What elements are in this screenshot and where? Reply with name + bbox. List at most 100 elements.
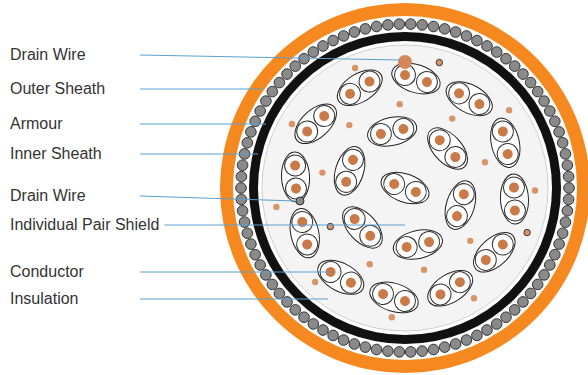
armour-wire: [237, 160, 248, 171]
armour-wire: [532, 279, 543, 290]
conductor: [453, 275, 467, 289]
armour-wire: [237, 206, 248, 217]
leader-lines: [140, 55, 405, 299]
armour-wire: [383, 346, 394, 357]
armour-wire: [282, 69, 293, 80]
conductor: [397, 123, 409, 135]
conductor: [300, 124, 314, 138]
drain-wire: [346, 122, 352, 128]
armour-wire: [539, 270, 550, 281]
pair-shield: [441, 75, 498, 123]
armour-wire: [491, 47, 502, 58]
conductor: [348, 212, 362, 226]
drain-wire: [367, 261, 373, 267]
conductor: [401, 241, 413, 253]
pair-shield: [366, 277, 422, 319]
part-label: Drain Wire: [10, 46, 86, 64]
armour-wire: [532, 86, 543, 97]
armour-wire: [491, 319, 502, 330]
armour-wire: [472, 330, 483, 341]
pair-shield: [286, 206, 324, 261]
armour-wire: [261, 270, 272, 281]
conductor: [509, 182, 519, 192]
drain-wire: [273, 204, 279, 210]
armour-wire: [557, 228, 568, 239]
insulation: [441, 142, 471, 172]
armour-wires: [236, 19, 575, 357]
armour-wire: [299, 312, 310, 323]
leader-line: [140, 55, 400, 60]
armour-wire: [545, 260, 556, 271]
armour-wire: [267, 86, 278, 97]
inner-sheath: [249, 32, 561, 344]
armour-wire: [282, 297, 293, 308]
armour-wire: [550, 249, 561, 260]
armour-wire: [274, 77, 285, 88]
armour-wire: [482, 41, 493, 52]
insulation: [495, 142, 520, 167]
insulation: [392, 288, 418, 314]
pair-shield: [377, 166, 434, 209]
insulation: [444, 203, 470, 229]
insulation: [355, 67, 384, 96]
leader-line: [140, 89, 262, 90]
leader-line: [164, 225, 405, 226]
drain-wire: [398, 55, 412, 69]
armour-wire: [360, 342, 371, 353]
conductor: [347, 154, 360, 167]
armour-wire: [261, 96, 272, 107]
armour-wire: [246, 239, 257, 250]
drain-wire: [436, 59, 442, 65]
armour-wire: [482, 325, 493, 336]
armour-wire: [328, 35, 339, 46]
pair-shield: [390, 225, 445, 263]
armour-wire: [328, 330, 339, 341]
conductor: [510, 205, 520, 215]
conductor: [409, 186, 422, 199]
conductor: [344, 276, 358, 290]
armour-wire: [239, 217, 250, 228]
pair-shield: [365, 112, 420, 150]
armour-wire: [274, 288, 285, 299]
conductor: [363, 75, 377, 89]
armour-wire: [338, 335, 349, 346]
twisted-pair: [335, 200, 390, 256]
insulation: [333, 169, 359, 195]
drain-wire: [482, 159, 488, 165]
conductor: [473, 97, 487, 111]
armour-wire: [417, 346, 428, 357]
armour-wire: [564, 183, 575, 194]
armour-wire: [560, 149, 571, 160]
armour-wire: [236, 171, 247, 182]
armour-wire: [560, 217, 571, 228]
drain-wire: [327, 223, 333, 229]
armour-wire: [450, 27, 461, 38]
insulation: [284, 155, 306, 177]
filler: [262, 45, 548, 331]
twisted-pair: [331, 63, 388, 113]
conductor: [290, 160, 300, 170]
part-label: Individual Pair Shield: [10, 216, 159, 234]
conductor: [343, 87, 357, 101]
drain-wire: [312, 279, 318, 285]
armour-wire: [299, 53, 310, 64]
pair-shield: [440, 177, 482, 233]
drain-wire: [389, 314, 395, 320]
drain-wire: [524, 229, 530, 235]
pair-shield: [486, 115, 524, 170]
conductor: [423, 236, 435, 248]
leader-line: [140, 272, 330, 273]
drain-wire: [449, 115, 455, 121]
insulation: [471, 245, 501, 275]
twisted-pair: [422, 263, 479, 313]
armour-wire: [242, 228, 253, 239]
drain-wire: [471, 295, 477, 301]
armour-wire: [267, 279, 278, 290]
drain-wire: [396, 101, 402, 107]
drain-wire: [289, 121, 295, 127]
armour-wire: [545, 106, 556, 117]
conductor: [448, 150, 462, 164]
conductor: [452, 87, 466, 101]
leader-line: [140, 196, 296, 201]
